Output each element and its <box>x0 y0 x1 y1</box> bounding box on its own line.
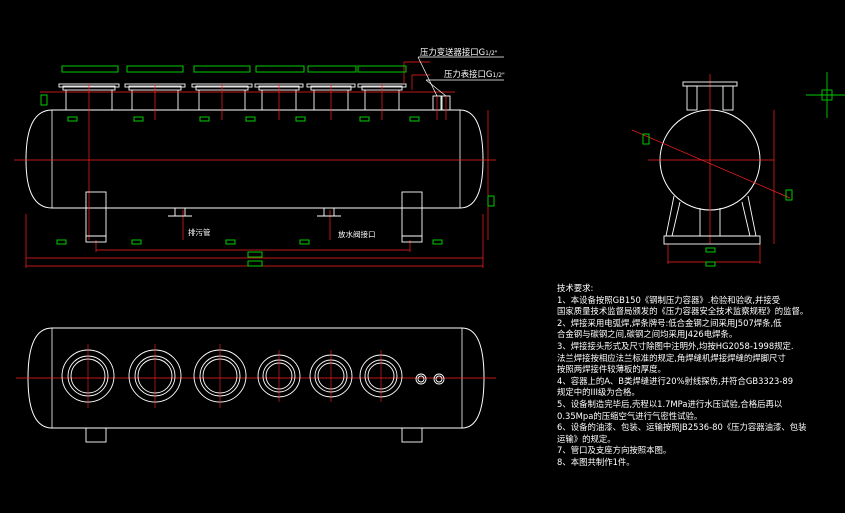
tech-line: 规定中的III级为合格。 <box>557 387 640 398</box>
front-dimensions <box>25 61 489 268</box>
tech-line: 8、本图共制作1件。 <box>557 456 635 467</box>
saddle-supports <box>85 191 423 243</box>
front-weld-markers <box>40 65 495 267</box>
tech-line: 国家质量技术监督局颁发的《压力容器安全技术监察规程》的监督。 <box>557 306 809 317</box>
front-view: 压力变送器接口G1/2" 压力表接口G1/2" 排污管 放水阀接口 <box>14 47 505 268</box>
tech-line: 3、焊接接头形式及尺寸除图中注明外,均按HG2058-1998规定. <box>557 340 794 351</box>
tech-line: 4、容器上的A、B类焊缝进行20%射线探伤,并符合GB3323-89 <box>557 375 794 386</box>
vessel-body-outline <box>25 109 484 209</box>
nozzle-circles <box>61 349 445 403</box>
pressure-transmitter-label: 压力变送器接口G1/2" <box>420 47 498 57</box>
side-view <box>631 72 845 267</box>
tech-line: 1、本设备按照GB150《钢制压力容器》.检验和验收,并接受 <box>557 294 781 305</box>
drain-port-label: 排污管 <box>188 227 211 237</box>
tech-line: 合金钢与碳钢之间,碳钢之间均采用J426电焊条。 <box>557 329 738 340</box>
tech-line: 2、焊接采用电弧焊,焊条牌号:低合金钢之间采用J507焊条,低 <box>557 317 782 328</box>
tech-line: 按照两焊接件较薄板的厚度。 <box>557 364 666 375</box>
crosshair-cursor <box>806 72 845 118</box>
blowdown-port-label: 放水阀接口 <box>338 229 376 239</box>
pressure-gauge-label: 压力表接口G1/2" <box>444 69 505 79</box>
tech-line: 法兰焊接按相应法兰标准的规定,角焊缝机焊接焊缝的焊脚尺寸 <box>557 352 786 363</box>
top-nozzles <box>58 83 451 111</box>
tech-line: 6、设备的油漆、包装、运输按照JB2536-80《压力容器油漆、包装 <box>557 422 807 433</box>
tech-line: 0.35Mpa的压缩空气进行气密性试验。 <box>557 410 703 421</box>
tech-line: 5、设备制造完毕后,壳程以1.7MPa进行水压试验,合格后再以 <box>557 398 783 409</box>
tech-line: 运输》的规定。 <box>557 433 616 444</box>
top-view <box>16 327 496 443</box>
tech-line: 7、管口及支座方向按照本图。 <box>557 445 672 456</box>
tech-requirements-title: 技术要求: <box>557 283 594 293</box>
technical-requirements: 技术要求: 1、本设备按照GB150《钢制压力容器》.检验和验收,并接受 国家质… <box>557 283 842 469</box>
